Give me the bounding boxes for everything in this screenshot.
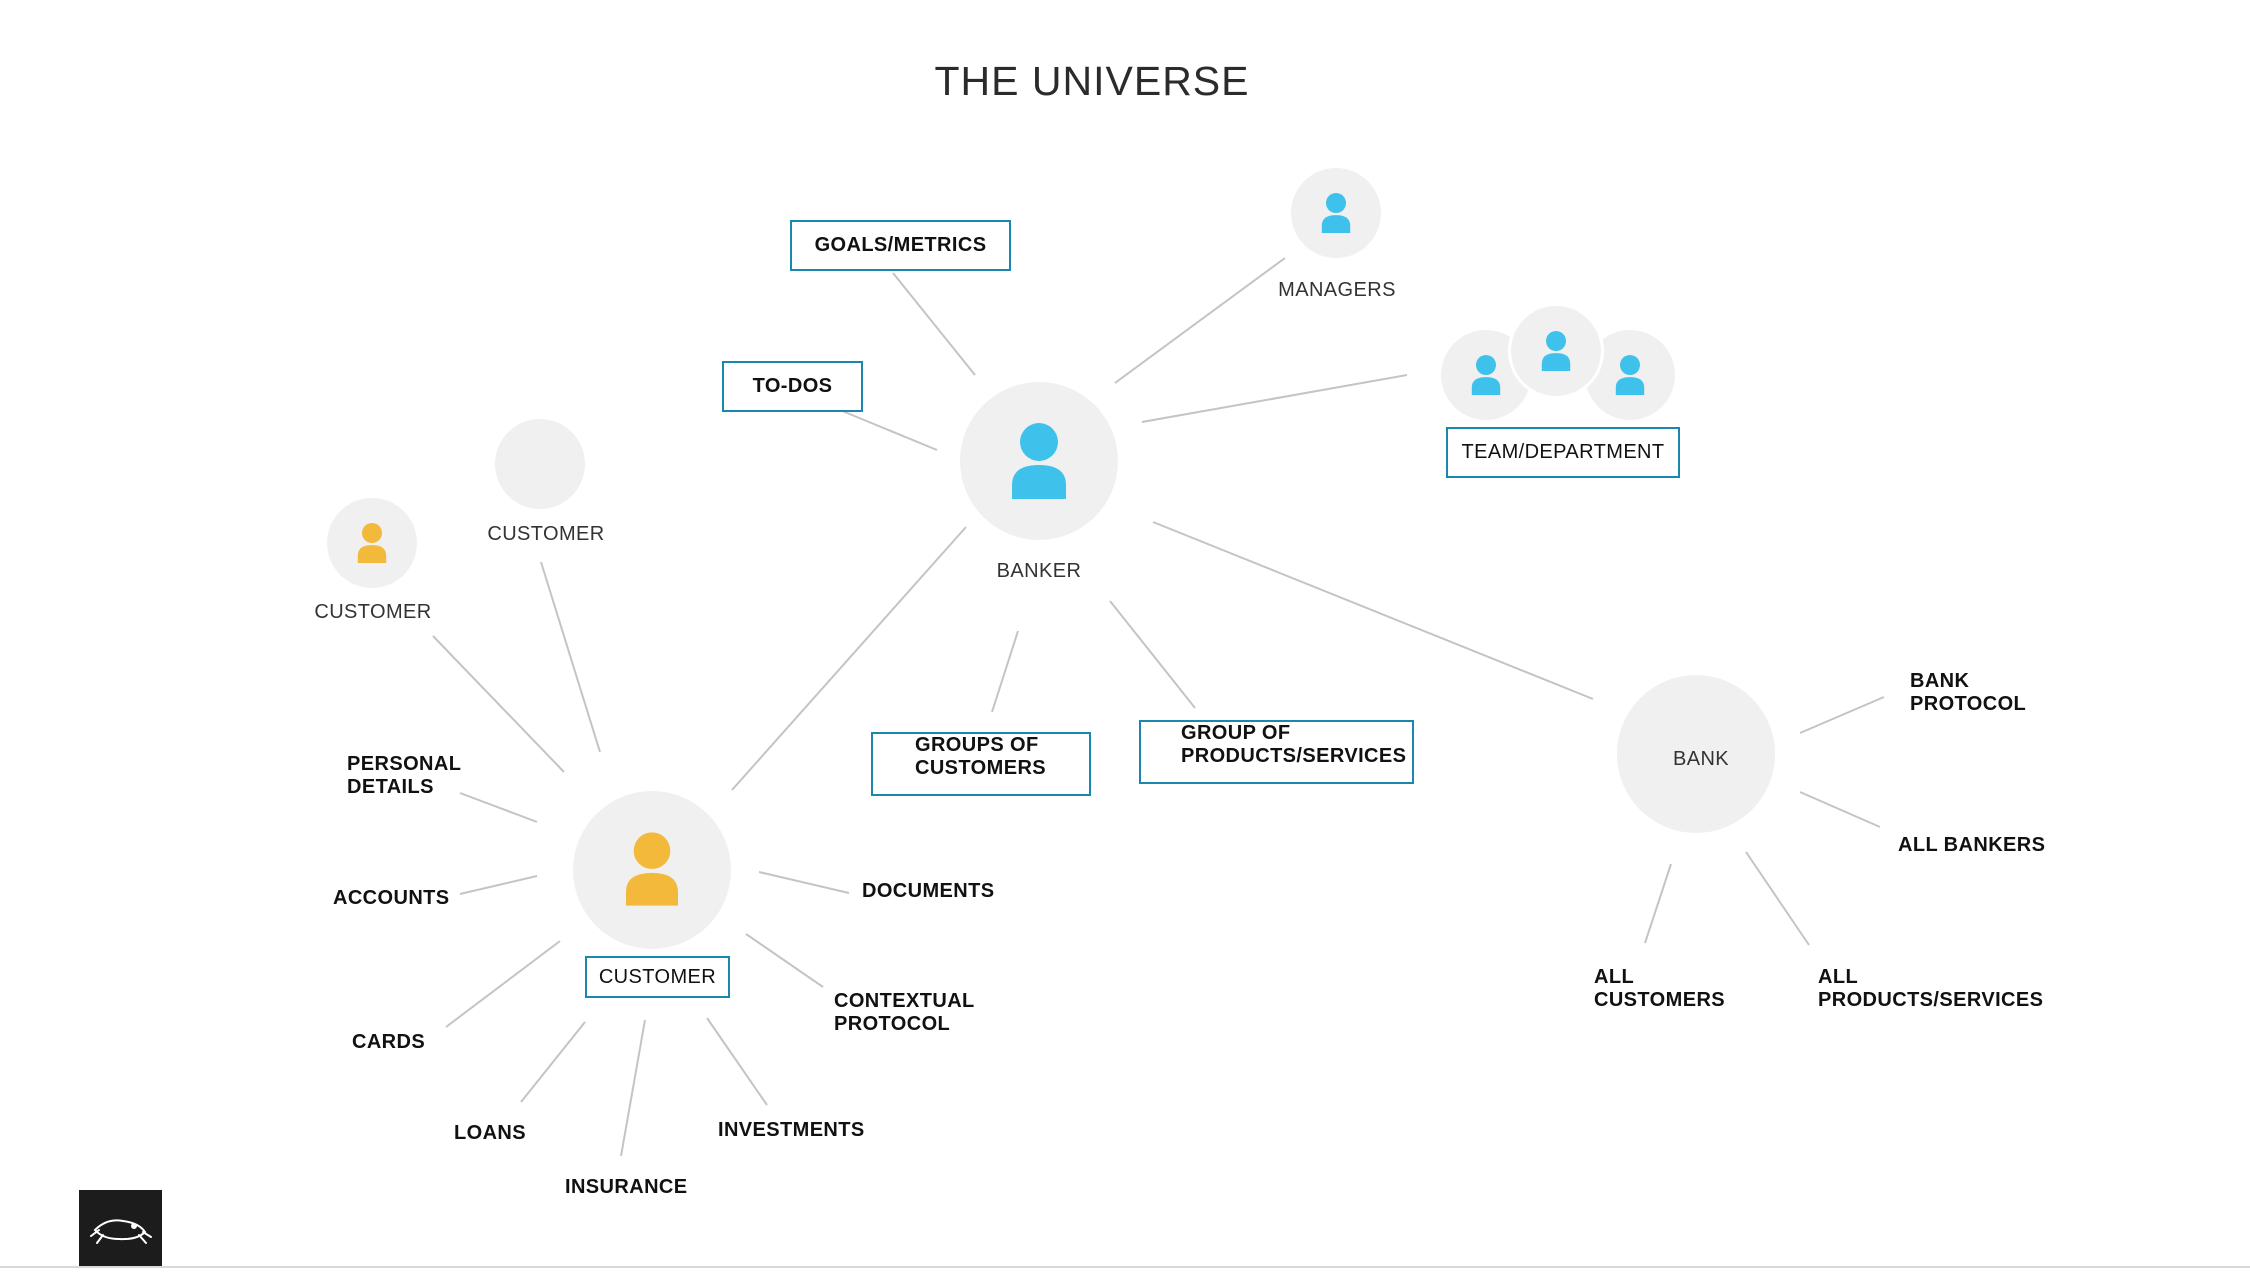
bank-node[interactable] bbox=[1617, 675, 1775, 833]
line-bank-allcustomers bbox=[1644, 863, 1672, 944]
group-of-products-box[interactable]: GROUP OF PRODUCTS/SERVICES bbox=[1139, 720, 1414, 784]
insurance-label: INSURANCE bbox=[565, 1176, 688, 1198]
customer-main-node[interactable] bbox=[573, 791, 731, 949]
line-banker-products bbox=[1109, 600, 1196, 709]
customer-main-person-icon bbox=[626, 832, 678, 906]
customer-top-label: CUSTOMER bbox=[487, 523, 605, 545]
line-banker-managers bbox=[1114, 257, 1286, 384]
customer-main-box[interactable]: CUSTOMER bbox=[585, 956, 730, 998]
all-bankers-label: ALL BANKERS bbox=[1898, 834, 2046, 856]
frog-logo-icon bbox=[79, 1190, 162, 1268]
line-customer-loans bbox=[520, 1021, 586, 1103]
line-bank-allbankers bbox=[1799, 791, 1881, 828]
team-department-box[interactable]: TEAM/DEPARTMENT bbox=[1446, 427, 1680, 478]
managers-label: MANAGERS bbox=[1278, 279, 1396, 301]
todos-label: TO-DOS bbox=[752, 375, 833, 397]
line-customer-customer-left bbox=[432, 635, 565, 773]
line-customer-insurance bbox=[620, 1019, 646, 1157]
investments-label: INVESTMENTS bbox=[718, 1119, 865, 1141]
loans-label: LOANS bbox=[454, 1122, 526, 1144]
line-banker-customer bbox=[731, 526, 967, 791]
groups-of-customers-line1: GROUPS OF bbox=[915, 734, 1039, 756]
group-of-products-line2: PRODUCTS/SERVICES bbox=[1181, 745, 1407, 767]
personal-details-label: PERSONAL DETAILS bbox=[347, 753, 462, 798]
customer-left-person-icon bbox=[357, 523, 387, 563]
line-customer-accounts bbox=[459, 875, 538, 895]
line-customer-documents bbox=[758, 871, 850, 894]
line-customer-personal bbox=[459, 792, 538, 823]
customer-left-label: CUSTOMER bbox=[314, 601, 432, 623]
team-department-label: TEAM/DEPARTMENT bbox=[1461, 441, 1665, 463]
page-title: THE UNIVERSE bbox=[934, 58, 1250, 104]
cards-label: CARDS bbox=[352, 1031, 426, 1053]
documents-label: DOCUMENTS bbox=[862, 880, 995, 902]
bank-label: BANK bbox=[1672, 748, 1730, 770]
goals-metrics-label: GOALS/METRICS bbox=[814, 234, 987, 256]
line-customer-customer-top bbox=[540, 561, 601, 753]
banker-label: BANKER bbox=[996, 560, 1082, 582]
all-customers-label: ALL CUSTOMERS bbox=[1594, 966, 1726, 1011]
banker-person-icon bbox=[1012, 423, 1066, 499]
all-products-label: ALL PRODUCTS/SERVICES bbox=[1818, 966, 2044, 1011]
line-customer-contextual bbox=[745, 933, 824, 988]
line-bank-allproducts bbox=[1745, 851, 1810, 946]
todos-box[interactable]: TO-DOS bbox=[722, 361, 863, 412]
bank-protocol-label: BANK PROTOCOL bbox=[1910, 670, 2027, 715]
line-customer-investments bbox=[706, 1017, 768, 1106]
line-banker-bank bbox=[1152, 521, 1594, 700]
team-person-icon-left bbox=[1471, 355, 1501, 395]
line-banker-team bbox=[1141, 374, 1408, 423]
team-person-icon-right bbox=[1615, 355, 1645, 395]
team-person-icon-center bbox=[1541, 331, 1571, 371]
customer-top-node[interactable] bbox=[495, 419, 585, 509]
groups-of-customers-box[interactable]: GROUPS OF CUSTOMERS bbox=[871, 732, 1091, 796]
contextual-protocol-label: CONTEXTUAL PROTOCOL bbox=[834, 990, 975, 1035]
line-banker-todos bbox=[834, 407, 938, 451]
goals-metrics-box[interactable]: GOALS/METRICS bbox=[790, 220, 1011, 271]
line-banker-goals bbox=[892, 272, 976, 376]
accounts-label: ACCOUNTS bbox=[333, 887, 450, 909]
managers-person-icon bbox=[1321, 193, 1351, 233]
bottom-rule bbox=[0, 1266, 2250, 1268]
line-bank-protocol bbox=[1799, 696, 1885, 734]
group-of-products-line1: GROUP OF bbox=[1181, 722, 1291, 744]
line-customer-cards bbox=[445, 940, 561, 1028]
customer-main-label: CUSTOMER bbox=[598, 965, 717, 988]
groups-of-customers-line2: CUSTOMERS bbox=[915, 757, 1047, 779]
line-banker-groups bbox=[991, 630, 1019, 713]
